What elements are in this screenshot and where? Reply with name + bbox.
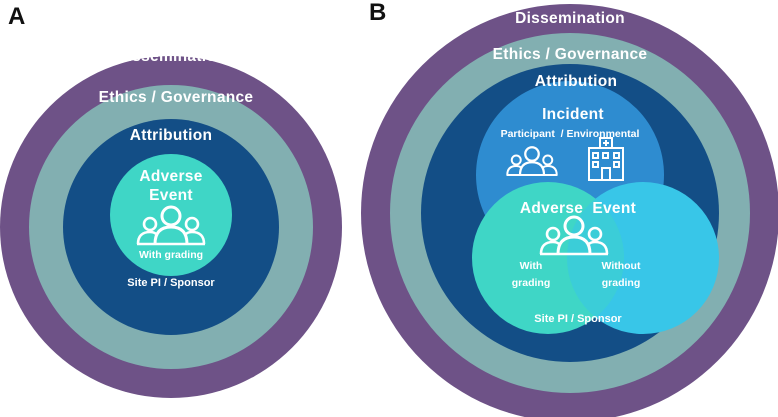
- panel-a: A Dissemination Ethics / Governance Attr…: [0, 3, 342, 398]
- attribution-label-b: Attribution: [535, 73, 618, 90]
- attribution-label-a: Attribution: [130, 127, 213, 144]
- adverse-event-label-b: Adverse Event: [520, 200, 636, 217]
- adverse-event-circle-a: [110, 154, 232, 276]
- panel-b: B Dissemination Ethics / Governance Attr…: [361, 0, 778, 417]
- hospital-building-icon: [588, 137, 624, 181]
- panel-b-letter: B: [369, 0, 386, 26]
- with-grading-label-a: With grading: [139, 249, 203, 261]
- without-label-line1: Without: [602, 260, 641, 272]
- with-label-line2: grading: [512, 277, 551, 289]
- with-label-line1: With: [520, 260, 543, 272]
- panel-a-letter: A: [8, 3, 25, 30]
- adverse-label-line1-a: Adverse: [139, 168, 202, 185]
- site-label-a: Site PI / Sponsor: [127, 277, 215, 289]
- ethics-label-a: Ethics / Governance: [99, 89, 254, 106]
- dissemination-label-b: Dissemination: [515, 10, 625, 27]
- adverse-label-line2-a: Event: [149, 187, 193, 204]
- without-label-line2: grading: [602, 277, 641, 289]
- participant-environmental-label: Participant / Environmental: [501, 128, 640, 140]
- ethics-label-b: Ethics / Governance: [493, 46, 648, 63]
- incident-label: Incident: [542, 106, 604, 123]
- dissemination-label-a: Dissemination: [116, 48, 226, 65]
- site-label-b: Site PI / Sponsor: [534, 313, 622, 325]
- adverse-overlap-region: [567, 182, 624, 334]
